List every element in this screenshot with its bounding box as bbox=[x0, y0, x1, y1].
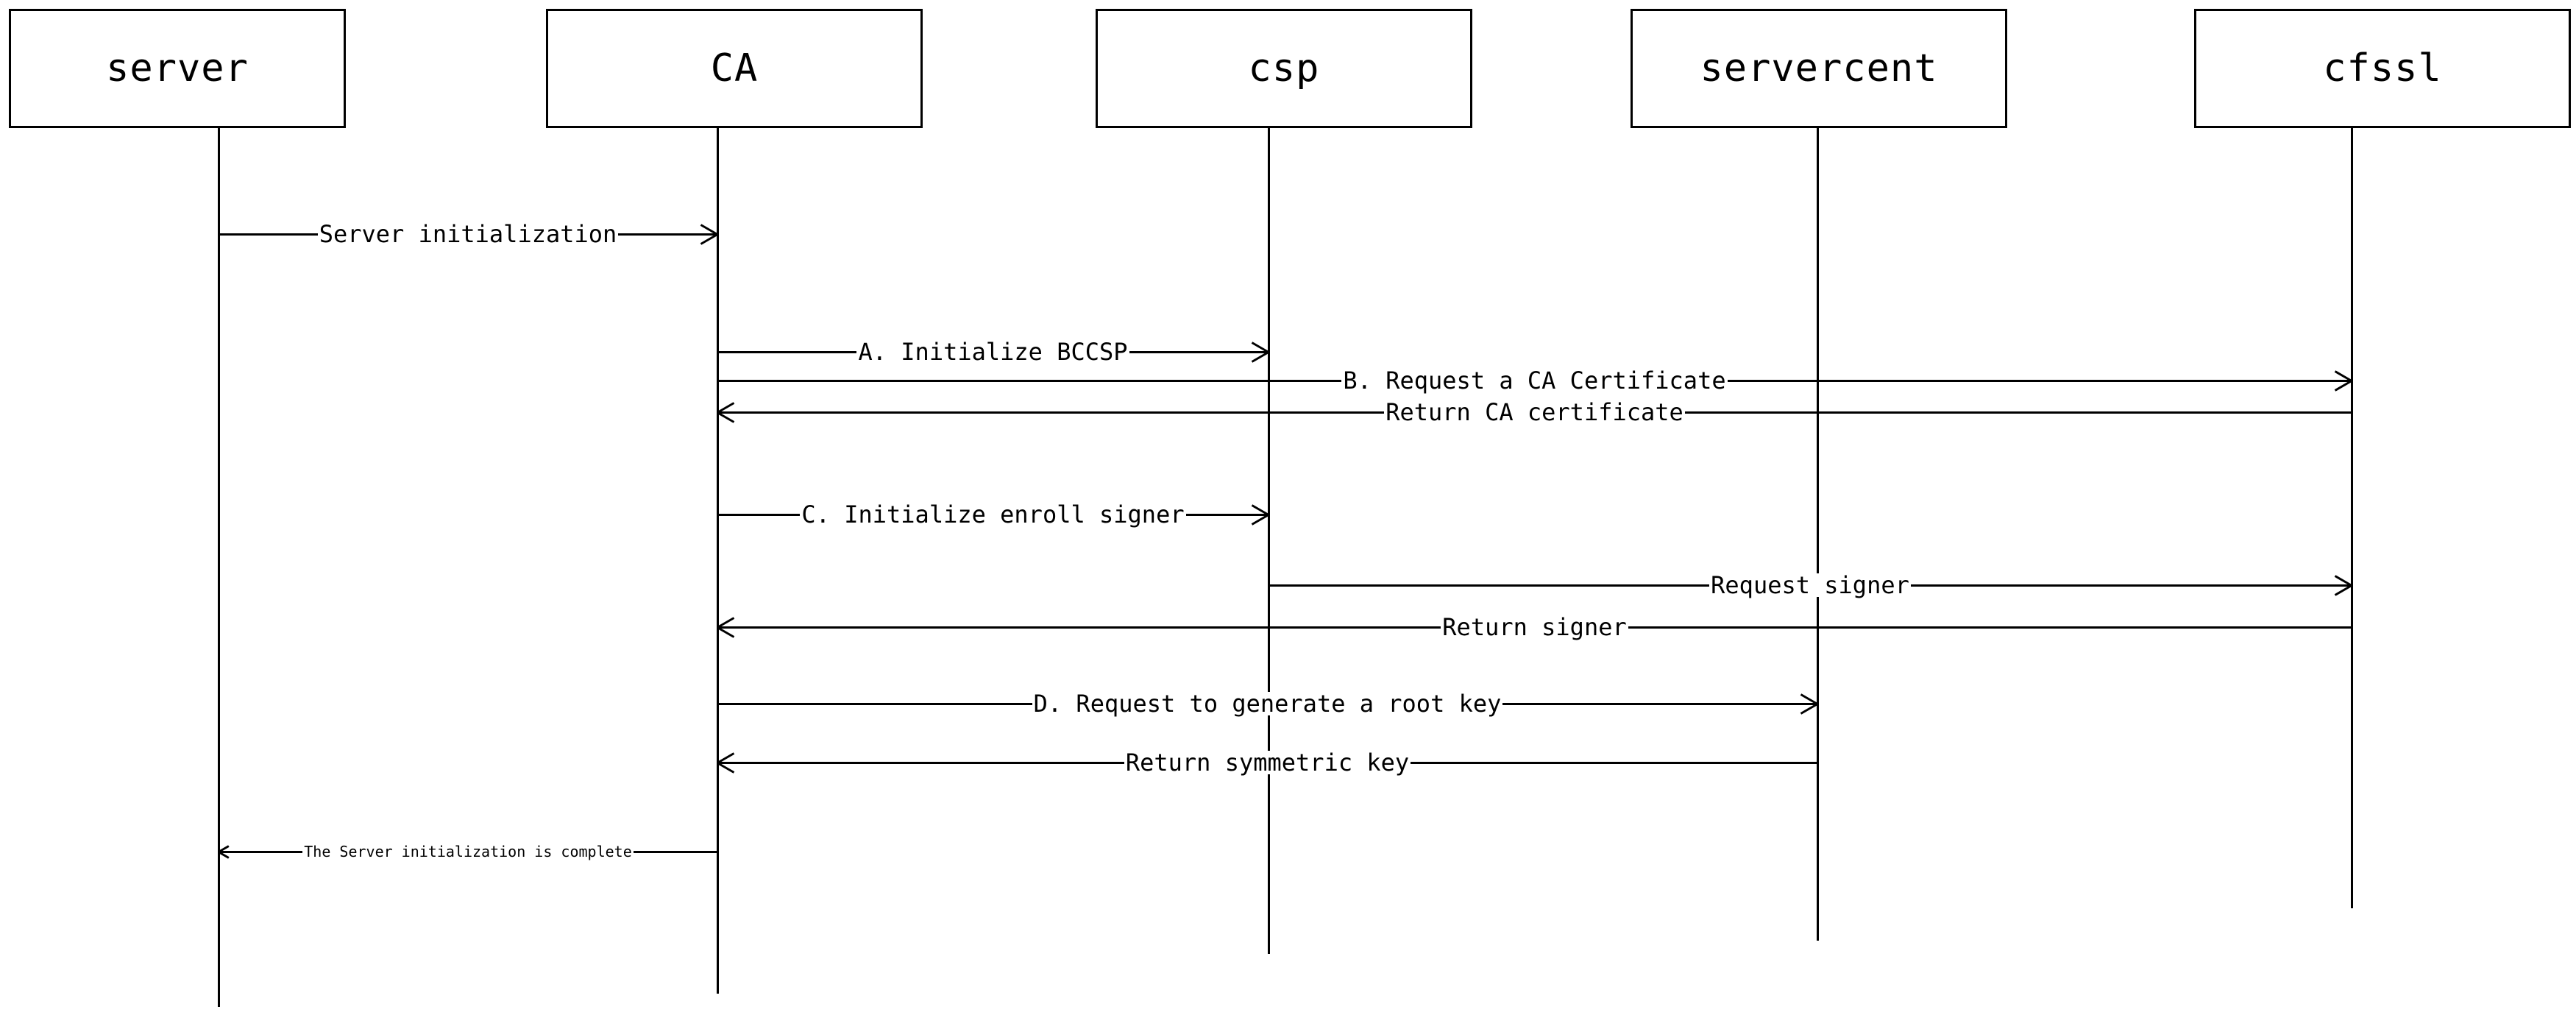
participant-box-cfssl[interactable]: cfssl bbox=[2194, 9, 2571, 128]
lifeline-cfssl bbox=[2351, 128, 2353, 908]
message-line-right bbox=[1684, 411, 2352, 414]
message-line-left bbox=[717, 350, 857, 353]
message-m1: Server initialization bbox=[219, 212, 718, 256]
message-m3: B. Request a CA Certificate bbox=[717, 358, 2352, 403]
message-label-m2: A. Initialize BCCSP bbox=[856, 338, 1129, 366]
participant-box-csp[interactable]: csp bbox=[1096, 9, 1472, 128]
message-line-right bbox=[1185, 513, 1269, 516]
message-m5: C. Initialize enroll signer bbox=[717, 492, 1269, 537]
message-line-left bbox=[717, 702, 1032, 705]
message-m7: Return signer bbox=[717, 605, 2352, 649]
participant-label-ca: CA bbox=[710, 46, 759, 91]
message-label-m3: B. Request a CA Certificate bbox=[1341, 367, 1728, 395]
message-line-right bbox=[1628, 626, 2352, 629]
message-m2: A. Initialize BCCSP bbox=[717, 330, 1269, 374]
lifeline-server bbox=[218, 128, 220, 1007]
message-label-m1: Server initialization bbox=[317, 220, 619, 248]
participant-label-server: server bbox=[106, 46, 249, 91]
message-line-right bbox=[1411, 761, 1817, 764]
message-line-left bbox=[717, 761, 1124, 764]
message-m6: Request signer bbox=[1269, 563, 2352, 607]
message-line-right bbox=[633, 850, 717, 853]
message-m10: The Server initialization is complete bbox=[219, 830, 717, 874]
message-line-left bbox=[219, 850, 303, 853]
message-label-m6: Request signer bbox=[1709, 571, 1911, 599]
participant-box-ca[interactable]: CA bbox=[546, 9, 923, 128]
message-line-left bbox=[717, 513, 801, 516]
message-line-right bbox=[1502, 702, 1818, 705]
lifeline-csp bbox=[1268, 128, 1270, 954]
message-m4: Return CA certificate bbox=[717, 390, 2352, 434]
message-line-left bbox=[219, 233, 318, 236]
message-line-left bbox=[717, 411, 1385, 414]
message-label-m5: C. Initialize enroll signer bbox=[800, 501, 1186, 528]
message-line-left bbox=[717, 379, 1342, 382]
message-line-left bbox=[717, 626, 1441, 629]
participant-box-servercent[interactable]: servercent bbox=[1631, 9, 2007, 128]
participant-label-cfssl: cfssl bbox=[2323, 46, 2442, 91]
participant-label-csp: csp bbox=[1248, 46, 1320, 91]
participant-box-server[interactable]: server bbox=[9, 9, 346, 128]
message-label-m10: The Server initialization is complete bbox=[302, 843, 634, 860]
message-label-m7: Return signer bbox=[1441, 613, 1628, 641]
message-label-m4: Return CA certificate bbox=[1384, 398, 1685, 426]
lifeline-ca bbox=[717, 128, 719, 994]
message-line-right bbox=[618, 233, 718, 236]
lifeline-servercent bbox=[1817, 128, 1819, 941]
message-line-right bbox=[1910, 584, 2352, 587]
participant-label-servercent: servercent bbox=[1700, 46, 1938, 91]
message-line-right bbox=[1727, 379, 2352, 382]
message-line-left bbox=[1269, 584, 1710, 587]
message-line-right bbox=[1129, 350, 1269, 353]
